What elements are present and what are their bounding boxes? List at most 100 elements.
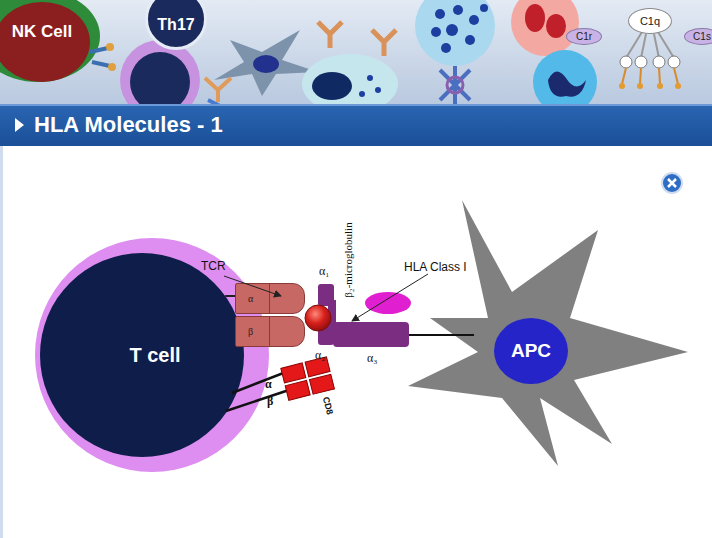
title-bar-part [15,118,24,132]
banner-part [367,75,373,81]
banner-part-part [653,56,665,68]
banner-part-part [626,32,674,58]
banner [0,0,712,120]
banner-part [415,0,495,66]
peptide [305,305,331,331]
banner-part [447,77,463,93]
node-text: C1q [640,15,660,27]
banner-part [469,15,479,25]
banner-part [622,68,678,84]
alpha1-label: α₁ [319,265,329,278]
banner-part [441,43,451,53]
banner-part [465,35,475,45]
cd8-label: CD8 [320,396,334,416]
hla-class-i-molecule-part [333,322,409,347]
title-bar-part [0,104,712,146]
banner-part-part [668,56,680,68]
banner-part [440,66,470,104]
close-icon-part [668,179,676,187]
leader-lines-part [224,276,281,296]
c1q-head: C1q [628,8,672,34]
close-icon-part [662,173,682,193]
cd8-beta-label: β [267,395,273,408]
node-text: C1s [693,31,711,42]
banner-part [0,0,100,82]
tcr-beta-chain: β [235,316,305,347]
leader-lines-part [352,274,428,321]
node-text: β [248,326,253,337]
banner-part [548,71,586,96]
banner-part [90,48,110,66]
banner-part [626,32,674,58]
alpha2-label: α₂ [315,349,325,362]
banner-part [359,91,365,97]
peptide-part [305,305,331,331]
banner-part [446,24,458,36]
banner-part [619,83,681,89]
node-text: APC [511,340,551,362]
cd8-alpha-label: α [265,378,272,391]
title-text: HLA Molecules - 1 [34,110,223,140]
cd8-coreceptor-part-part [281,363,306,383]
banner-part [435,9,445,19]
hla-class-i-molecule-part [408,334,474,336]
hla-class-label: HLA Class I [404,261,467,274]
node-text: NK Cell [12,22,72,42]
th17-cell-circle: Th17 [145,0,207,50]
leader-lines [224,274,428,321]
t-cell-nucleus: T cell [40,253,244,457]
banner-part [318,22,342,48]
banner-part [108,63,116,71]
cd8-coreceptor-part-part [309,374,334,394]
title-bar-part [0,104,712,106]
banner-part [253,55,279,73]
connector-line [225,295,235,297]
nk-cell-circle: NK Cell [0,2,90,82]
banner-part [375,87,381,93]
banner-part [525,4,545,32]
alpha3-label: α₃ [367,352,377,365]
t-cell-membrane [35,238,269,472]
banner-part-part [620,56,632,68]
cd8-coreceptor-part [226,390,289,411]
cd8-coreceptor-part-part [285,380,310,400]
banner-part-part [657,83,663,89]
node-text: α [248,293,253,304]
apc-cell-body [408,200,688,466]
node-text: T cell [129,344,180,367]
banner-part [453,5,463,15]
hla-class-i-molecule-part [365,292,411,314]
tcr-label: TCR [201,260,226,273]
close-icon [662,173,682,193]
banner-part [620,56,680,68]
node-text: Th17 [157,16,194,34]
banner-part-part [622,68,678,84]
cd8-coreceptor-part [232,372,286,393]
node-text: C1r [576,31,592,42]
banner-part [372,30,396,56]
banner-part [546,14,566,38]
apc-nucleus: APC [494,318,568,384]
c1s-oval: C1s [684,28,712,45]
banner-part [511,0,579,56]
cd8-coreceptor-part [281,357,335,400]
banner-part-part [675,83,681,89]
banner-part-part [619,83,625,89]
c1r-oval: C1r [566,28,602,45]
content-panel [0,146,712,538]
cd8-coreceptor [226,357,334,411]
tcr-alpha-chain: α [235,283,305,314]
title-bar [0,104,712,146]
connector [225,296,235,297]
banner-part [431,27,441,37]
banner-part [480,4,488,12]
banner-part [312,72,352,100]
banner-part-part [635,56,647,68]
t-cell-membrane-part [35,238,269,472]
banner-part-part [637,83,643,89]
